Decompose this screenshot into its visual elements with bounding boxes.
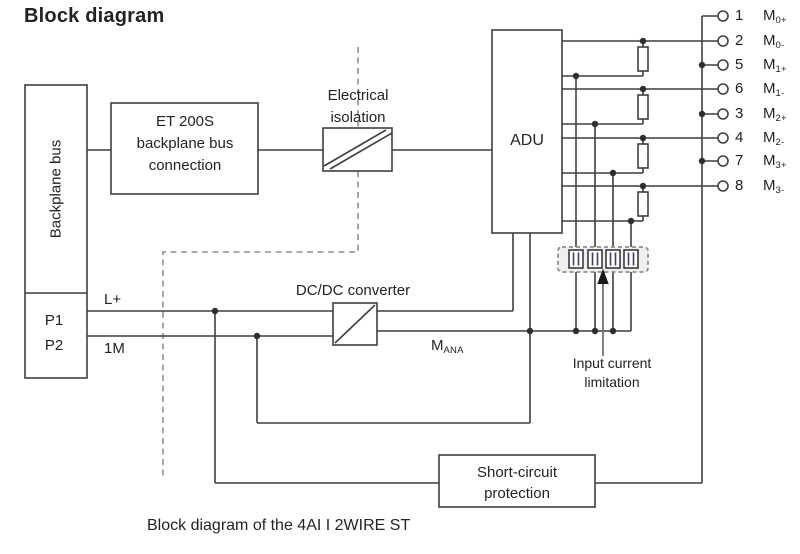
short-circuit-protection-label: Short-circuit protection: [477, 462, 557, 504]
terminal-circles: [717, 10, 729, 192]
limitation-line1: Input current: [572, 355, 652, 371]
dcdc-symbol-icon: [334, 304, 376, 344]
et200s-box: [110, 102, 259, 195]
et200s-line3: connection: [148, 157, 222, 174]
resistor-ch0: [637, 46, 649, 72]
terminal-signal-label: M2-: [763, 129, 785, 148]
terminal-number: 5: [735, 56, 744, 73]
terminal-signal-label: M1-: [763, 80, 785, 99]
page-title: Block diagram: [24, 5, 165, 27]
terminal-signal-label: M2+: [763, 105, 787, 124]
port-p2-label: P2: [44, 337, 64, 354]
figure-caption: Block diagram of the 4AI I 2WIRE ST: [147, 517, 411, 534]
shunt-resistors: [637, 46, 649, 217]
terminal-number: 4: [735, 129, 744, 146]
terminal-number: 8: [735, 177, 744, 194]
block-boxes: [24, 29, 596, 508]
limitation-line2: limitation: [584, 374, 640, 390]
isolation-boundary-dashed-line: [162, 47, 359, 480]
terminal-signal-label: M0+: [763, 7, 787, 26]
et200s-line1: ET 200S: [155, 113, 215, 130]
et200s-line2: backplane bus: [136, 135, 234, 152]
resistor-ch2: [637, 143, 649, 169]
limitation-pointer-arrow: [597, 268, 609, 356]
terminal-signal-label: M0-: [763, 32, 785, 51]
short-circuit-line2: protection: [484, 485, 550, 502]
terminal-signal-label: M1+: [763, 56, 787, 75]
terminal-number: 3: [735, 105, 744, 122]
dcdc-converter-label: DC/DC converter: [295, 282, 411, 299]
backplane-bus-label: Backplane bus: [47, 139, 65, 239]
resistor-ch3: [637, 191, 649, 217]
et200s-label: ET 200S backplane bus connection: [137, 111, 234, 177]
resistor-ch1: [637, 94, 649, 120]
limiter-element-bars: [572, 252, 635, 266]
electrical-isolation-box: [322, 127, 393, 172]
terminal-number: 2: [735, 32, 744, 49]
electrical-isolation-label: Electrical isolation: [328, 85, 389, 129]
backplane-bus-box: [24, 84, 88, 379]
isolation-line1: Electrical: [327, 87, 389, 104]
short-circuit-protection-box: [438, 454, 596, 508]
m-ana-signal-label: MANA: [431, 337, 464, 356]
input-current-limitation-label: Input current limitation: [573, 354, 652, 392]
port-p1-label: P1: [44, 312, 64, 329]
1m-signal-label: 1M: [104, 340, 125, 357]
short-circuit-line1: Short-circuit: [476, 464, 558, 481]
adu-label: ADU: [510, 132, 544, 149]
terminal-number: 7: [735, 152, 744, 169]
isolation-symbol-icon: [323, 129, 393, 170]
terminal-number: 6: [735, 80, 744, 97]
isolation-line2: isolation: [330, 109, 386, 126]
junction-dots: [211, 37, 706, 340]
m-ana-main: M: [431, 337, 444, 354]
terminal-signal-label: M3-: [763, 177, 785, 196]
terminal-signal-label: M3+: [763, 152, 787, 171]
input-current-limitation-block: [557, 246, 649, 273]
l-plus-signal-label: L+: [104, 291, 122, 308]
adu-box: [491, 29, 563, 234]
terminal-number: 1: [735, 7, 744, 24]
m-ana-sub: ANA: [443, 345, 464, 356]
